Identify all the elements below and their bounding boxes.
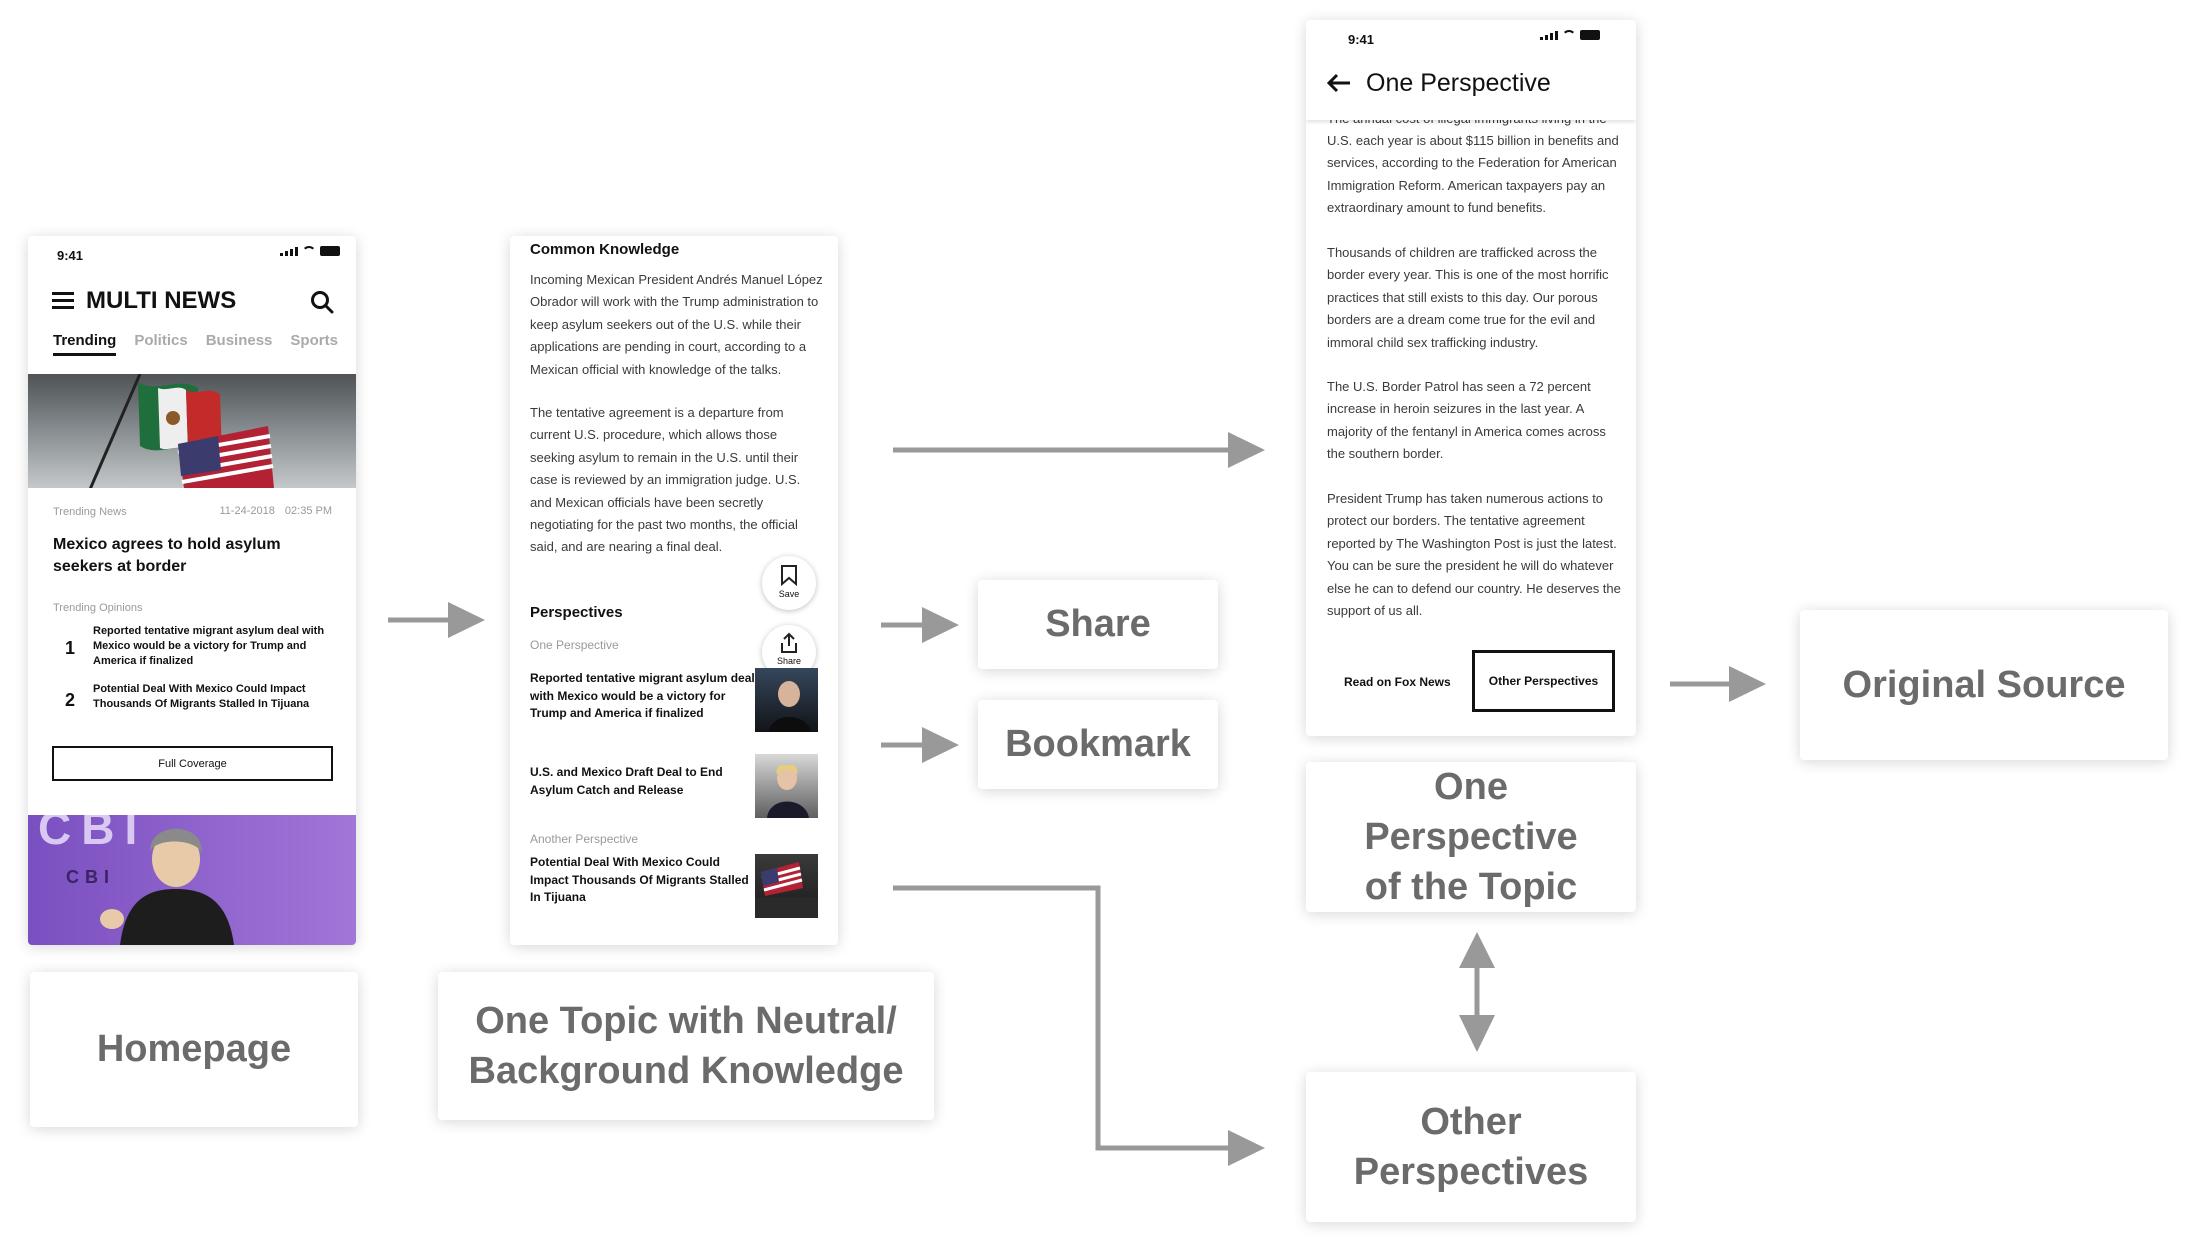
one-perspective-label-box: One Perspective of the Topic bbox=[1306, 762, 1636, 912]
battery-icon bbox=[320, 246, 340, 256]
save-label: Save bbox=[778, 589, 800, 599]
status-icons bbox=[1540, 30, 1600, 40]
portrait-thumbnail bbox=[769, 681, 811, 732]
banner-logo-text: CBI bbox=[38, 815, 148, 854]
article-paragraph: President Trump has taken numerous actio… bbox=[1327, 491, 1621, 619]
share-icon bbox=[781, 632, 797, 653]
perspective-item-title: Reported tentative migrant asylum deal w… bbox=[530, 671, 755, 720]
category-tabs: Trending Politics Business Sports bbox=[53, 332, 338, 356]
flags-illustration bbox=[88, 374, 274, 488]
perspective-item[interactable]: Reported tentative migrant asylum deal w… bbox=[530, 668, 825, 734]
homepage-label: Homepage bbox=[30, 972, 358, 1127]
article-paragraph: U.S. each year is about $115 billion in … bbox=[1327, 133, 1619, 216]
perspective-thumbnail bbox=[755, 754, 818, 818]
other-perspectives-button[interactable]: Other Perspectives bbox=[1472, 650, 1615, 712]
perspective-item[interactable]: Potential Deal With Mexico Could Impact … bbox=[530, 854, 825, 918]
common-knowledge-heading: Common Knowledge bbox=[530, 241, 680, 258]
other-perspectives-label-box: Other Perspectives bbox=[1306, 1072, 1636, 1222]
bookmark-label-box: Bookmark bbox=[978, 700, 1218, 789]
signal-icon bbox=[1540, 31, 1558, 40]
another-perspective-label: Another Perspective bbox=[530, 832, 639, 846]
search-icon[interactable] bbox=[310, 290, 334, 314]
clock: 9:41 bbox=[1348, 32, 1375, 47]
original-source-label-box: Original Source bbox=[1800, 610, 2168, 760]
meta-date-value: 11-24-2018 bbox=[219, 505, 275, 517]
opinions-label: Trending Opinions bbox=[53, 602, 143, 614]
headline[interactable]: Mexico agrees to hold asylum seekers at … bbox=[53, 536, 281, 575]
knowledge-paragraph: The tentative agreement is a departure f… bbox=[530, 405, 801, 555]
signal-icon bbox=[280, 247, 298, 256]
perspective-thumbnail bbox=[755, 668, 818, 732]
portrait-thumbnail bbox=[767, 764, 809, 818]
brand-title: MULTI NEWS bbox=[86, 287, 237, 314]
meta-date: 11-24-2018 02:35 PM bbox=[219, 505, 332, 517]
hero-image[interactable] bbox=[28, 374, 356, 488]
article-paragraph: Thousands of children are trafficked acr… bbox=[1327, 245, 1609, 350]
save-button[interactable]: Save bbox=[762, 556, 816, 610]
clock: 9:41 bbox=[57, 248, 84, 263]
detail-title: One Perspective bbox=[1366, 69, 1551, 97]
perspectives-heading: Perspectives bbox=[530, 604, 623, 621]
arrow-to-other-perspectives bbox=[893, 885, 1240, 1151]
flag-crowd-thumbnail bbox=[755, 862, 818, 918]
back-arrow-icon[interactable] bbox=[1326, 72, 1352, 94]
meta-time-value: 02:35 PM bbox=[284, 505, 332, 517]
opinion-number: 1 bbox=[65, 638, 76, 658]
status-bar: 9:41 bbox=[28, 236, 356, 266]
tab-sports[interactable]: Sports bbox=[290, 332, 338, 349]
wifi-icon bbox=[302, 246, 316, 256]
speaker-illustration bbox=[100, 828, 234, 945]
battery-icon bbox=[1580, 30, 1600, 40]
menu-icon[interactable] bbox=[52, 292, 74, 310]
share-label-box: Share bbox=[978, 580, 1218, 669]
perspective-item-title: Potential Deal With Mexico Could Impact … bbox=[530, 855, 749, 904]
tab-trending[interactable]: Trending bbox=[53, 332, 117, 356]
detail-header: 9:41 One Perspective bbox=[1306, 20, 1636, 120]
homepage-screen: 9:41 MULTI NEWS Trending Politics Busine… bbox=[28, 236, 356, 945]
opinion-number: 2 bbox=[65, 690, 76, 710]
topic-label: One Topic with Neutral/ Background Knowl… bbox=[438, 972, 934, 1120]
bookmark-icon bbox=[781, 565, 797, 587]
article-paragraph: The U.S. Border Patrol has seen a 72 per… bbox=[1327, 379, 1606, 462]
tab-business[interactable]: Business bbox=[205, 332, 273, 349]
status-icons bbox=[280, 246, 340, 256]
opinion-text: Potential Deal With Mexico Could Impact … bbox=[93, 683, 310, 710]
status-bar: 9:41 bbox=[1306, 20, 1636, 50]
topic-screen: Common Knowledge Incoming Mexican Presid… bbox=[510, 236, 838, 945]
opinion-text: Reported tentative migrant asylum deal w… bbox=[93, 625, 325, 667]
wifi-icon bbox=[1562, 30, 1576, 40]
share-label: Share bbox=[776, 656, 802, 666]
banner-logo-text: CBI bbox=[66, 867, 115, 887]
news-image[interactable]: CBI CBI bbox=[28, 815, 356, 945]
tab-politics[interactable]: Politics bbox=[134, 332, 188, 349]
perspective-detail-screen: 9:41 One Perspective The annual cost of … bbox=[1306, 20, 1636, 736]
perspective-item[interactable]: U.S. and Mexico Draft Deal to End Asylum… bbox=[530, 754, 825, 818]
perspective-item-title: U.S. and Mexico Draft Deal to End Asylum… bbox=[530, 765, 723, 797]
meta-source: Trending News bbox=[53, 506, 127, 518]
knowledge-paragraph: Incoming Mexican President Andrés Manuel… bbox=[530, 272, 823, 377]
perspective-thumbnail bbox=[755, 854, 818, 918]
full-coverage-button[interactable]: Full Coverage bbox=[52, 746, 333, 781]
one-perspective-label: One Perspective bbox=[530, 638, 619, 652]
read-on-source-link[interactable]: Read on Fox News bbox=[1344, 675, 1451, 689]
